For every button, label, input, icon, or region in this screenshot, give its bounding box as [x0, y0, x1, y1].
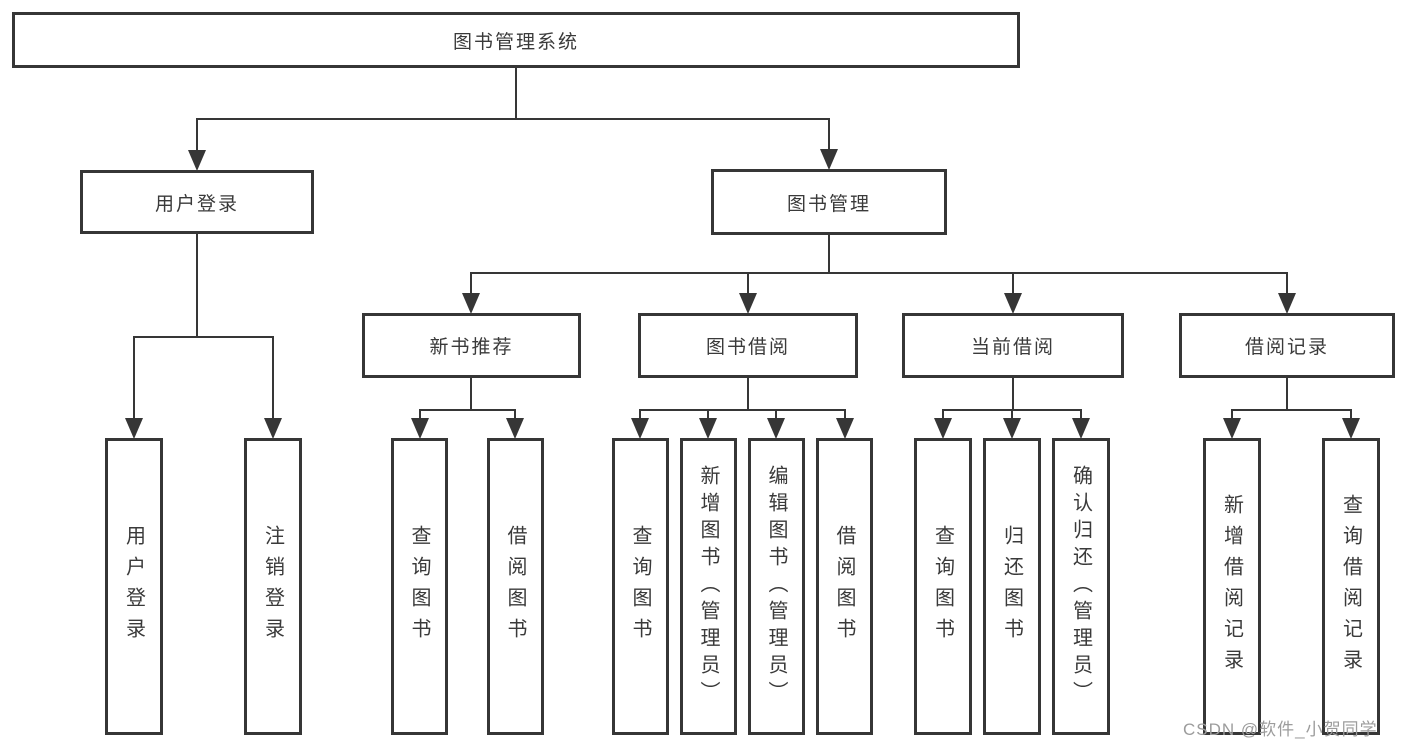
connector-leaf	[844, 409, 846, 420]
connector-leaf	[1080, 409, 1082, 420]
connector-leaf	[1231, 409, 1233, 420]
leaf-add-book-admin: 新增图书（管理员）	[680, 438, 737, 735]
leaf-query-books-borrowing: 查询图书	[612, 438, 669, 735]
connector-to-book-management	[828, 118, 830, 152]
node-book-management-label: 图书管理	[786, 193, 871, 215]
connector-user-login-stem	[196, 234, 198, 337]
node-borrow-records-label: 借阅记录	[1244, 337, 1329, 358]
connector-book-borrowing-stem	[747, 378, 749, 410]
leaf-query-borrow-record: 查询借阅记录	[1322, 438, 1380, 735]
node-user-login-label: 用户登录	[154, 193, 239, 215]
connector-to-new-book-recommend	[470, 272, 472, 295]
arrow-down-icon	[411, 418, 429, 439]
leaf-return-book: 归还图书	[983, 438, 1041, 735]
arrow-down-icon	[836, 418, 854, 439]
connector-leaf	[1350, 409, 1352, 420]
connector-to-current-borrowing	[1012, 272, 1014, 295]
node-current-borrowing: 当前借阅	[902, 313, 1124, 378]
connector-to-leaf-logout	[272, 336, 274, 420]
leaf-borrow-books-borrowing-label: 借阅图书	[833, 524, 855, 649]
connector-leaf	[942, 409, 944, 420]
connector-leaf	[419, 409, 421, 420]
connector-to-user-login	[196, 118, 198, 152]
connector-book-borrowing-bar	[639, 409, 846, 411]
node-root-label: 图书管理系统	[452, 31, 579, 53]
node-borrow-records: 借阅记录	[1179, 313, 1395, 378]
leaf-query-books-recommend-label: 查询图书	[408, 524, 430, 649]
connector-leaf	[775, 409, 777, 420]
arrow-down-icon	[631, 418, 649, 439]
arrow-down-icon	[934, 418, 952, 439]
node-new-book-recommend: 新书推荐	[362, 313, 581, 378]
arrow-down-icon	[767, 418, 785, 439]
connector-user-login-bar	[133, 336, 274, 338]
leaf-query-books-recommend: 查询图书	[391, 438, 448, 735]
connector-leaf	[1011, 409, 1013, 420]
arrow-down-icon	[1223, 418, 1241, 439]
leaf-logout-label: 注销登录	[261, 524, 284, 649]
leaf-edit-book-admin-label: 编辑图书（管理员）	[765, 465, 787, 708]
connector-current-borrowing-stem	[1012, 378, 1014, 410]
arrow-down-icon	[739, 293, 757, 314]
leaf-query-books-current-label: 查询图书	[931, 524, 954, 649]
connector-to-book-borrowing	[747, 272, 749, 295]
arrow-down-icon	[1004, 293, 1022, 314]
leaf-borrow-books-recommend: 借阅图书	[487, 438, 544, 735]
node-book-management: 图书管理	[711, 169, 947, 235]
connector-new-book-recommend-bar	[419, 409, 516, 411]
arrow-down-icon	[1072, 418, 1090, 439]
csdn-watermark: CSDN @软件_小贺同学	[1183, 720, 1378, 739]
leaf-user-login-label: 用户登录	[122, 524, 145, 649]
node-user-login: 用户登录	[80, 170, 314, 234]
connector-to-leaf-user-login	[133, 336, 135, 420]
arrow-down-icon	[1342, 418, 1360, 439]
connector-leaf	[514, 409, 516, 420]
connector-borrow-records-stem	[1286, 378, 1288, 410]
arrow-down-icon	[699, 418, 717, 439]
leaf-user-login: 用户登录	[105, 438, 163, 735]
node-new-book-recommend-label: 新书推荐	[429, 337, 514, 358]
leaf-borrow-books-borrowing: 借阅图书	[816, 438, 873, 735]
arrow-down-icon	[506, 418, 524, 439]
arrow-down-icon	[188, 150, 206, 171]
node-book-borrowing-label: 图书借阅	[705, 337, 790, 358]
connector-root-stem	[515, 68, 517, 119]
leaf-logout: 注销登录	[244, 438, 302, 735]
leaf-borrow-books-recommend-label: 借阅图书	[504, 524, 526, 649]
connector-leaf	[639, 409, 641, 420]
connector-root-bar	[196, 118, 830, 120]
node-current-borrowing-label: 当前借阅	[970, 337, 1055, 358]
leaf-add-borrow-record: 新增借阅记录	[1203, 438, 1261, 735]
node-book-borrowing: 图书借阅	[638, 313, 858, 378]
connector-book-management-bar	[470, 272, 1288, 274]
leaf-confirm-return-admin: 确认归还（管理员）	[1052, 438, 1110, 735]
leaf-edit-book-admin: 编辑图书（管理员）	[748, 438, 805, 735]
connector-borrow-records-bar	[1231, 409, 1352, 411]
arrow-down-icon	[1003, 418, 1021, 439]
leaf-add-book-admin-label: 新增图书（管理员）	[697, 465, 719, 708]
leaf-return-book-label: 归还图书	[1000, 524, 1023, 649]
leaf-query-borrow-record-label: 查询借阅记录	[1339, 493, 1362, 680]
arrow-down-icon	[264, 418, 282, 439]
leaf-query-books-borrowing-label: 查询图书	[629, 524, 651, 649]
arrow-down-icon	[1278, 293, 1296, 314]
connector-leaf	[707, 409, 709, 420]
leaf-add-borrow-record-label: 新增借阅记录	[1220, 493, 1243, 680]
node-root: 图书管理系统	[12, 12, 1020, 68]
arrow-down-icon	[462, 293, 480, 314]
leaf-query-books-current: 查询图书	[914, 438, 972, 735]
connector-to-borrow-records	[1286, 272, 1288, 295]
connector-new-book-recommend-stem	[470, 378, 472, 410]
arrow-down-icon	[125, 418, 143, 439]
connector-book-management-stem	[828, 235, 830, 273]
leaf-confirm-return-admin-label: 确认归还（管理员）	[1069, 465, 1092, 708]
arrow-down-icon	[820, 149, 838, 170]
